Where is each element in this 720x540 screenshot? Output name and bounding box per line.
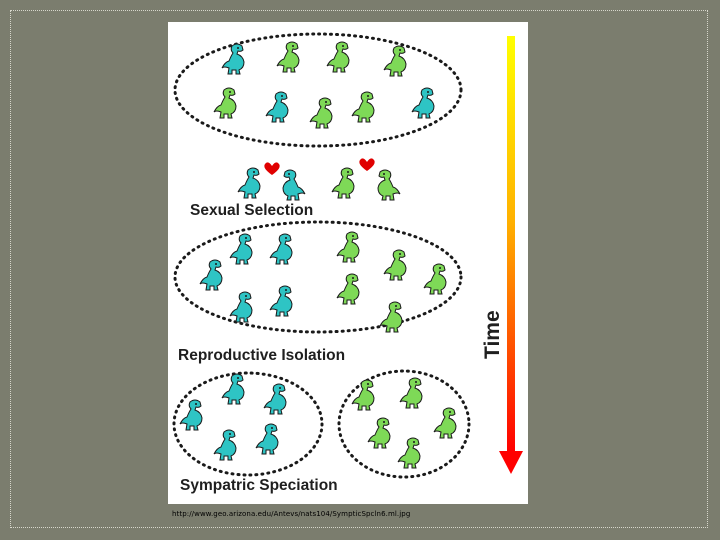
image-credit: http://www.geo.arizona.edu/Antevs/nats10… — [172, 510, 411, 518]
dinosaur-icon — [399, 377, 423, 409]
dinosaur-icon — [269, 285, 293, 317]
dinosaur-icon — [423, 263, 447, 295]
population-boundary-cyan — [172, 371, 324, 477]
label-sexual-selection: Sexual Selection — [190, 202, 313, 219]
dinosaur-icon — [326, 41, 350, 73]
dinosaur-icon — [336, 273, 360, 305]
dinosaur-icon — [379, 301, 403, 333]
dinosaur-icon — [367, 417, 391, 449]
dinosaur-icon — [336, 231, 360, 263]
dinosaur-icon — [263, 383, 287, 415]
dinosaur-icon — [351, 91, 375, 123]
dinosaur-icon — [351, 379, 375, 411]
dinosaur-icon — [309, 97, 333, 129]
dinosaur-icon — [383, 45, 407, 77]
dinosaur-icon — [331, 167, 355, 199]
dinosaur-icon — [213, 87, 237, 119]
population-boundary-top — [173, 32, 463, 148]
slide-frame — [10, 10, 708, 528]
dinosaur-icon — [265, 91, 289, 123]
dinosaur-icon — [282, 169, 306, 201]
dinosaur-icon — [411, 87, 435, 119]
down-arrow-icon — [499, 451, 523, 474]
dinosaur-icon — [276, 41, 300, 73]
dinosaur-icon — [229, 291, 253, 323]
dinosaur-icon — [221, 373, 245, 405]
dinosaur-icon — [179, 399, 203, 431]
dinosaur-icon — [199, 259, 223, 291]
heart-icon — [359, 158, 375, 171]
label-sympatric-speciation: Sympatric Speciation — [180, 477, 338, 494]
dinosaur-icon — [213, 429, 237, 461]
dinosaur-icon — [433, 407, 457, 439]
label-reproductive-isolation: Reproductive Isolation — [178, 347, 345, 364]
speciation-diagram: Sexual Selection Reproductive Isolation … — [168, 22, 528, 504]
population-boundary-middle — [173, 220, 463, 334]
heart-icon — [264, 162, 280, 175]
dinosaur-icon — [377, 169, 401, 201]
dinosaur-icon — [237, 167, 261, 199]
dinosaur-icon — [397, 437, 421, 469]
dinosaur-icon — [229, 233, 253, 265]
dinosaur-icon — [269, 233, 293, 265]
label-time: Time — [481, 310, 504, 359]
population-boundary-green — [337, 369, 471, 479]
dinosaur-icon — [383, 249, 407, 281]
time-arrow — [499, 36, 523, 474]
dinosaur-icon — [255, 423, 279, 455]
